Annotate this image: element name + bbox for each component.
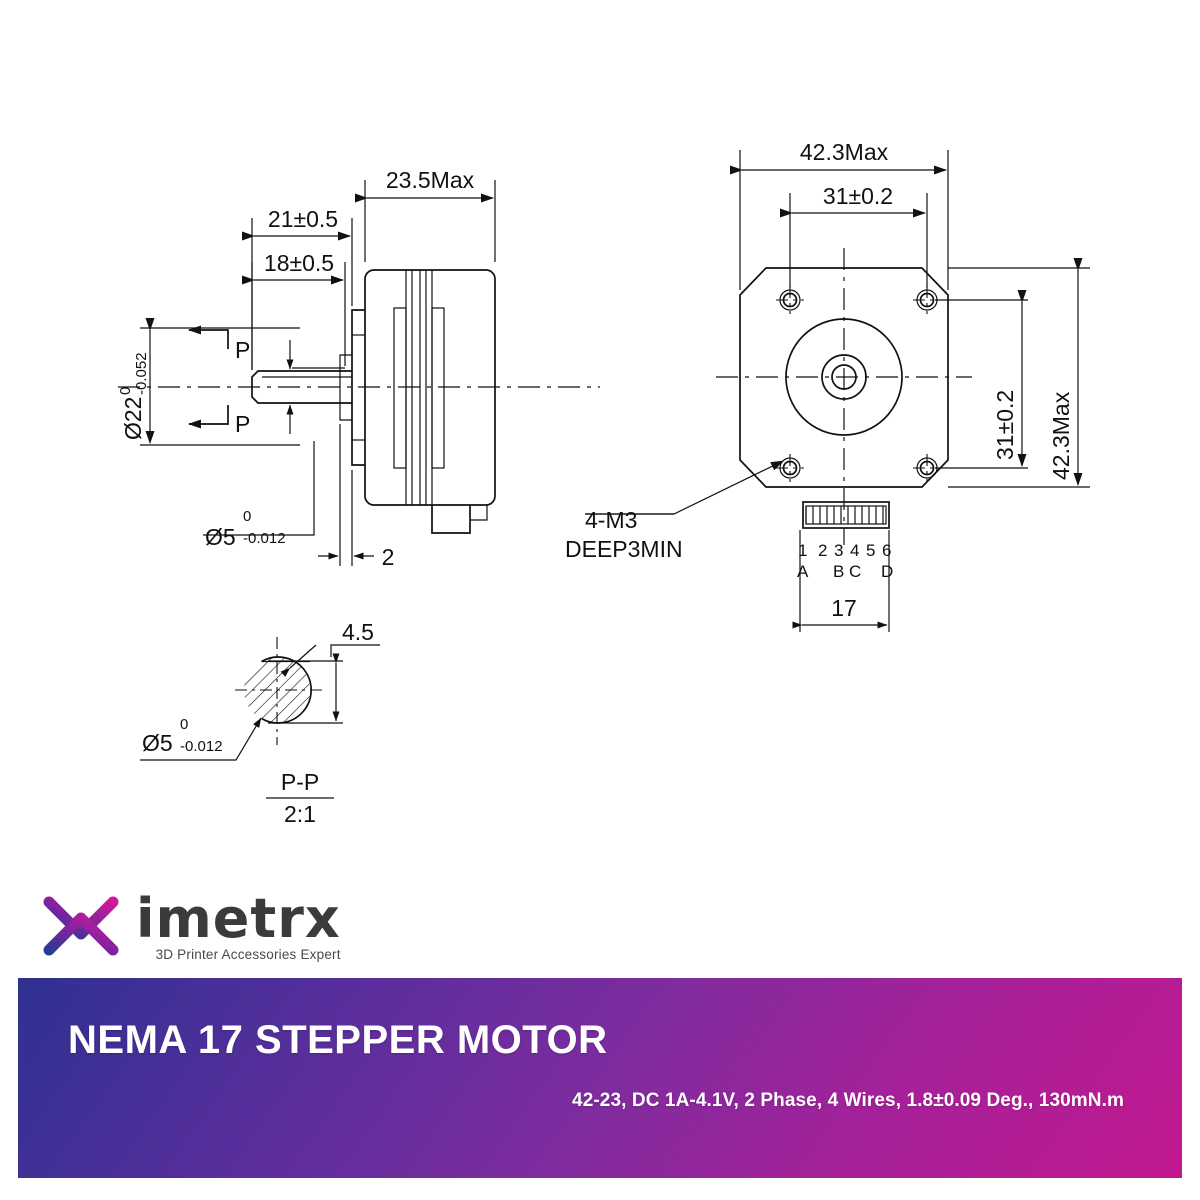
section-mark-upper-label: P xyxy=(235,337,250,363)
pin-number-5: 5 xyxy=(866,541,875,560)
dim-flange-dia-tol-upper: 0 xyxy=(117,387,134,395)
motor-flange-plate xyxy=(351,309,365,466)
banner-subtitle: 42-23, DC 1A-4.1V, 2 Phase, 4 Wires, 1.8… xyxy=(572,1090,1124,1111)
dim-front-height: 42.3Max xyxy=(948,258,1090,488)
connector-block xyxy=(802,501,890,529)
dim-flat-depth: 4.5 xyxy=(268,619,380,724)
pin-letter-b: B xyxy=(833,562,844,581)
dim-connector-width: 17 xyxy=(792,530,890,632)
front-view-group: 42.3Max 31±0.2 31±0.2 42.3Max xyxy=(565,139,1090,632)
motor-shaft-outline xyxy=(251,370,352,404)
brand-wordmark: imetrx xyxy=(136,887,341,950)
connector-pin-letters: A B C D xyxy=(797,562,893,581)
pin-number-1: 1 xyxy=(798,541,807,560)
section-shaft-dia-tol-lower: -0.012 xyxy=(180,738,223,755)
section-shaft-dia-callout: Ø5 0 -0.012 xyxy=(140,716,262,761)
section-scale-label: 2:1 xyxy=(284,801,316,827)
motor-connector-nub-step xyxy=(470,505,488,521)
thread-callout: 4-M3 DEEP3MIN xyxy=(565,460,784,562)
connector-pin-numbers: 1 2 3 4 5 6 xyxy=(798,541,891,560)
brand-tagline: 3D Printer Accessories Expert xyxy=(155,947,341,962)
pin-number-2: 2 xyxy=(818,541,827,560)
technical-drawing-area: 23.5Max 21±0.5 18±0.5 Ø22 0 -0.052 xyxy=(117,139,1090,827)
dim-flange-diameter: Ø22 0 -0.052 xyxy=(117,318,300,446)
dim-body-length-label: 23.5Max xyxy=(386,167,475,193)
mounting-hole-top-left xyxy=(776,286,804,314)
dim-front-width-label: 42.3Max xyxy=(800,139,889,165)
dim-shaft-dia-tol-upper: 0 xyxy=(243,508,251,525)
pin-letter-c: C xyxy=(849,562,861,581)
product-banner: NEMA 17 STEPPER MOTOR 42-23, DC 1A-4.1V,… xyxy=(18,978,1182,1178)
pin-number-6: 6 xyxy=(882,541,891,560)
section-title-label: P-P xyxy=(281,769,319,795)
section-mark-lower-label: P xyxy=(235,411,250,437)
pin-number-3: 3 xyxy=(834,541,843,560)
dim-shaft-dia-label: Ø5 xyxy=(205,524,236,550)
section-shaft-dia-label: Ø5 xyxy=(142,730,173,756)
dim-flange-dia-tol-lower: -0.052 xyxy=(133,352,150,395)
motor-body-outline xyxy=(364,269,496,506)
motor-connector-nub xyxy=(431,505,471,534)
dim-hole-pitch-h-label: 31±0.2 xyxy=(823,183,893,209)
dim-shaft-total-label: 21±0.5 xyxy=(268,206,338,232)
section-mark-upper: P xyxy=(188,325,250,363)
dim-flange-dia-label: Ø22 xyxy=(120,397,146,440)
section-title-block: P-P 2:1 xyxy=(266,769,334,827)
dim-boss-height-label: 2 xyxy=(382,544,395,570)
dim-shaft-flat: 18±0.5 xyxy=(242,250,346,370)
pin-number-4: 4 xyxy=(850,541,859,560)
section-mark-lower: P xyxy=(188,405,250,437)
dim-shaft-diameter-callout: Ø5 0 -0.012 xyxy=(203,340,315,550)
dim-shaft-flat-label: 18±0.5 xyxy=(264,250,334,276)
dim-hole-pitch-h: 31±0.2 xyxy=(780,183,928,288)
thread-callout-line2: DEEP3MIN xyxy=(565,536,683,562)
dim-front-height-label: 42.3Max xyxy=(1048,391,1074,480)
pin-letter-d: D xyxy=(881,562,893,581)
dim-shaft-total: 21±0.5 xyxy=(242,206,353,370)
dim-shaft-dia-tol-lower: -0.012 xyxy=(243,530,286,547)
imetrx-logo-icon xyxy=(43,896,119,956)
dim-flat-depth-label: 4.5 xyxy=(342,619,374,645)
dim-connector-width-label: 17 xyxy=(831,595,857,621)
dim-hole-pitch-v: 31±0.2 xyxy=(935,290,1028,469)
brand-logo: imetrx 3D Printer Accessories Expert xyxy=(38,888,341,970)
pin-letter-a: A xyxy=(797,562,809,581)
lamination-lines xyxy=(393,270,445,505)
dim-body-length: 23.5Max xyxy=(355,167,496,262)
section-pp-group: 4.5 Ø5 0 -0.012 P-P 2:1 xyxy=(140,619,380,827)
thread-callout-line1: 4-M3 xyxy=(585,507,637,533)
motor-front-outline xyxy=(739,267,949,488)
dim-boss-height: 2 xyxy=(318,424,394,570)
side-view-group: 23.5Max 21±0.5 18±0.5 Ø22 0 -0.052 xyxy=(117,167,600,570)
motor-boss xyxy=(339,354,352,421)
mounting-hole-bottom-left xyxy=(776,454,804,482)
dim-front-width: 42.3Max xyxy=(730,139,949,290)
drawing-canvas: 23.5Max 21±0.5 18±0.5 Ø22 0 -0.052 xyxy=(117,139,1090,827)
section-shaft-dia-tol-upper: 0 xyxy=(180,716,188,733)
dim-hole-pitch-v-label: 31±0.2 xyxy=(992,390,1018,460)
banner-title: NEMA 17 STEPPER MOTOR xyxy=(68,1018,608,1062)
